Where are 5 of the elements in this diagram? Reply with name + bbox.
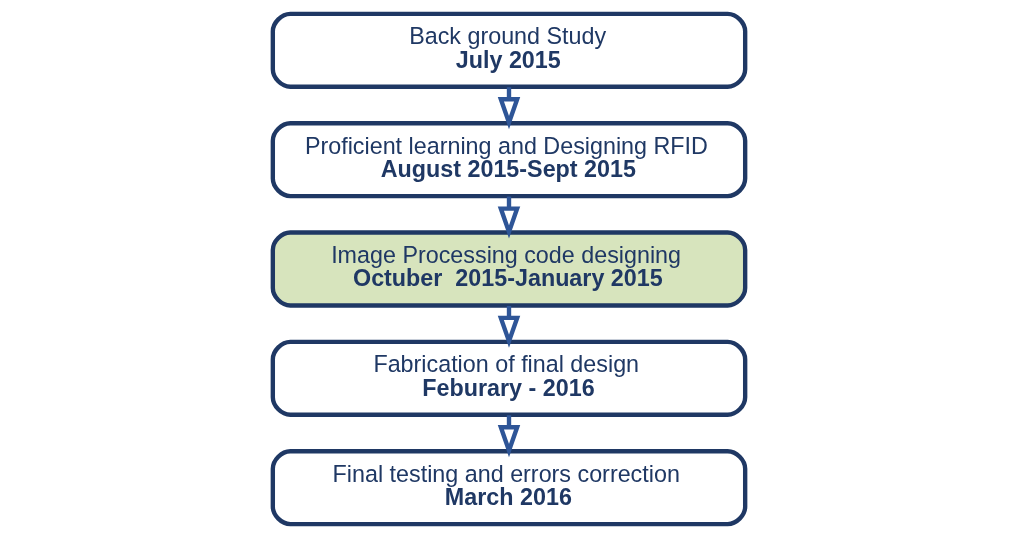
node-box: Final testing and errors correction March 2016: [270, 449, 747, 527]
node-box: Image Processing code designing Octuber 2015-January 2015: [270, 230, 747, 308]
node-box: Back ground Study July 2015: [270, 11, 747, 89]
node-box: Proficient learning and Designing RFID August 2015-Sept 2015: [270, 121, 747, 199]
node-box: Fabrication of final design Feburary - 2016: [270, 339, 747, 417]
